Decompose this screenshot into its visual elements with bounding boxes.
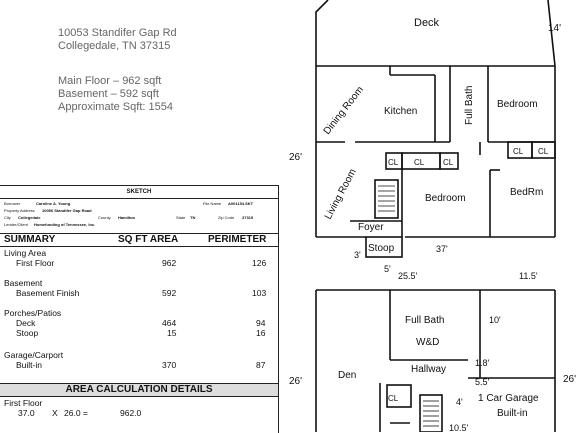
plan-dim-3: 3' <box>354 250 361 260</box>
state-label: State <box>176 215 186 220</box>
stoop-area: 15 <box>167 328 177 338</box>
borrower-value: Caroline A. Young <box>36 201 71 206</box>
col-area: SQ FT AREA <box>118 234 179 245</box>
plan-dim-5: 5' <box>384 264 391 274</box>
col-perimeter: PERIMETER <box>208 234 267 245</box>
state-value: TN <box>190 215 196 220</box>
porches-label: Porches/Patios <box>4 308 62 318</box>
sketch-form: SKETCH Borrower Caroline A. Young File N… <box>0 185 279 433</box>
calc-a: 37.0 <box>18 408 35 418</box>
plan-cl-4: CL <box>513 147 524 156</box>
plan-dim-10-5: 10.5' <box>449 423 469 432</box>
city-value: Collegedale <box>18 215 41 220</box>
living-area-label: Living Area <box>4 248 47 258</box>
zip-label: Zip Code <box>218 215 235 220</box>
form-meta: Borrower Caroline A. Young File Name A00… <box>0 199 278 234</box>
address-street: 10053 Standifer Gap Rd <box>58 27 177 39</box>
plan-dim-5-5: 5.5' <box>475 377 490 387</box>
col-summary: SUMMARY <box>4 234 56 245</box>
calc-b: 26.0 = <box>64 408 88 418</box>
plan-bedroom-1: Bedroom <box>497 99 538 110</box>
plan-garage: 1 Car Garage <box>478 393 539 404</box>
plan-dim-26-right: 26' <box>563 374 576 385</box>
property-value: 10056 Standifer Gap Road <box>42 208 92 213</box>
plan-bedrm: BedRm <box>510 187 543 198</box>
plan-cl-2: CL <box>414 158 425 167</box>
address-city: Collegedale, TN 37315 <box>58 40 171 52</box>
plan-cl-5: CL <box>538 147 549 156</box>
calc-first-floor-label: First Floor <box>4 398 43 408</box>
zip-value: 37315 <box>242 215 254 220</box>
plan-dim-26-lower: 26' <box>289 376 302 387</box>
deck-label: Deck <box>16 318 36 328</box>
sketch-title: SKETCH <box>0 186 278 199</box>
summary-basement: Basement – 592 sqft <box>58 88 159 100</box>
file-label: File Name <box>203 201 222 206</box>
basement-finish-label: Basement Finish <box>16 288 80 298</box>
lender-label: Lender/Client <box>4 222 28 227</box>
property-label: Property Address <box>4 208 35 213</box>
basement-perimeter: 103 <box>252 288 267 298</box>
builtin-area: 370 <box>162 360 177 370</box>
plan-stoop: Stoop <box>368 243 395 254</box>
first-floor-area: 962 <box>162 258 177 268</box>
plan-wd: W&D <box>416 337 439 348</box>
plan-builtin: Built-in <box>497 408 528 419</box>
plan-bedroom-2: Bedroom <box>425 193 466 204</box>
plan-dim-25-5: 25.5' <box>398 271 418 281</box>
plan-dim-26-main: 26' <box>289 152 302 163</box>
stoop-label: Stoop <box>16 328 39 338</box>
plan-foyer: Foyer <box>358 222 384 233</box>
first-floor-perimeter: 126 <box>252 258 267 268</box>
county-label: County <box>98 215 111 220</box>
plan-cl-3: CL <box>443 158 454 167</box>
plan-cl-lower: CL <box>388 394 399 403</box>
plan-dim-1-8: 1.8' <box>475 358 490 368</box>
plan-hallway: Hallway <box>411 364 446 375</box>
basement-label: Basement <box>4 278 43 288</box>
basement-area: 592 <box>162 288 177 298</box>
garage-label: Garage/Carport <box>4 350 64 360</box>
plan-dim-11-5: 11.5' <box>519 271 538 281</box>
calc-x: X <box>52 408 58 418</box>
plan-dining-room: Dining Room <box>322 85 366 137</box>
calc-header: AREA CALCULATION DETAILS <box>0 383 278 397</box>
plan-den: Den <box>338 370 356 381</box>
summary-header: SUMMARY SQ FT AREA PERIMETER <box>0 234 278 247</box>
stoop-perimeter: 16 <box>256 328 266 338</box>
plan-cl-1: CL <box>388 158 399 167</box>
deck-area: 464 <box>162 318 177 328</box>
plan-full-bath-lower: Full Bath <box>405 315 444 326</box>
builtin-label: Built-in <box>16 360 42 370</box>
summary-main-floor: Main Floor – 962 sqft <box>58 75 162 87</box>
plan-deck: Deck <box>414 17 440 29</box>
plan-dim-4: 4' <box>456 397 463 407</box>
calc-total: 962.0 <box>120 408 142 418</box>
file-value: A001154.SKT <box>228 201 254 206</box>
city-label: City <box>4 215 11 220</box>
plan-dim-14: 14' <box>548 23 561 34</box>
deck-perimeter: 94 <box>256 318 266 328</box>
plan-dim-37: 37' <box>436 244 448 254</box>
borrower-label: Borrower <box>4 201 21 206</box>
plan-dim-10: 10' <box>489 315 501 325</box>
plan-full-bath: Full Bath <box>464 86 475 125</box>
builtin-perimeter: 87 <box>256 360 266 370</box>
plan-kitchen: Kitchen <box>384 106 417 117</box>
plan-living-room: Living Room <box>323 167 359 221</box>
lender-value: Homefunding of Tennessee, Inc. <box>34 222 96 227</box>
county-value: Hamilton <box>118 215 136 220</box>
summary-approx-sqft: Approximate Sqft: 1554 <box>58 101 173 113</box>
first-floor-label: First Floor <box>16 258 55 268</box>
